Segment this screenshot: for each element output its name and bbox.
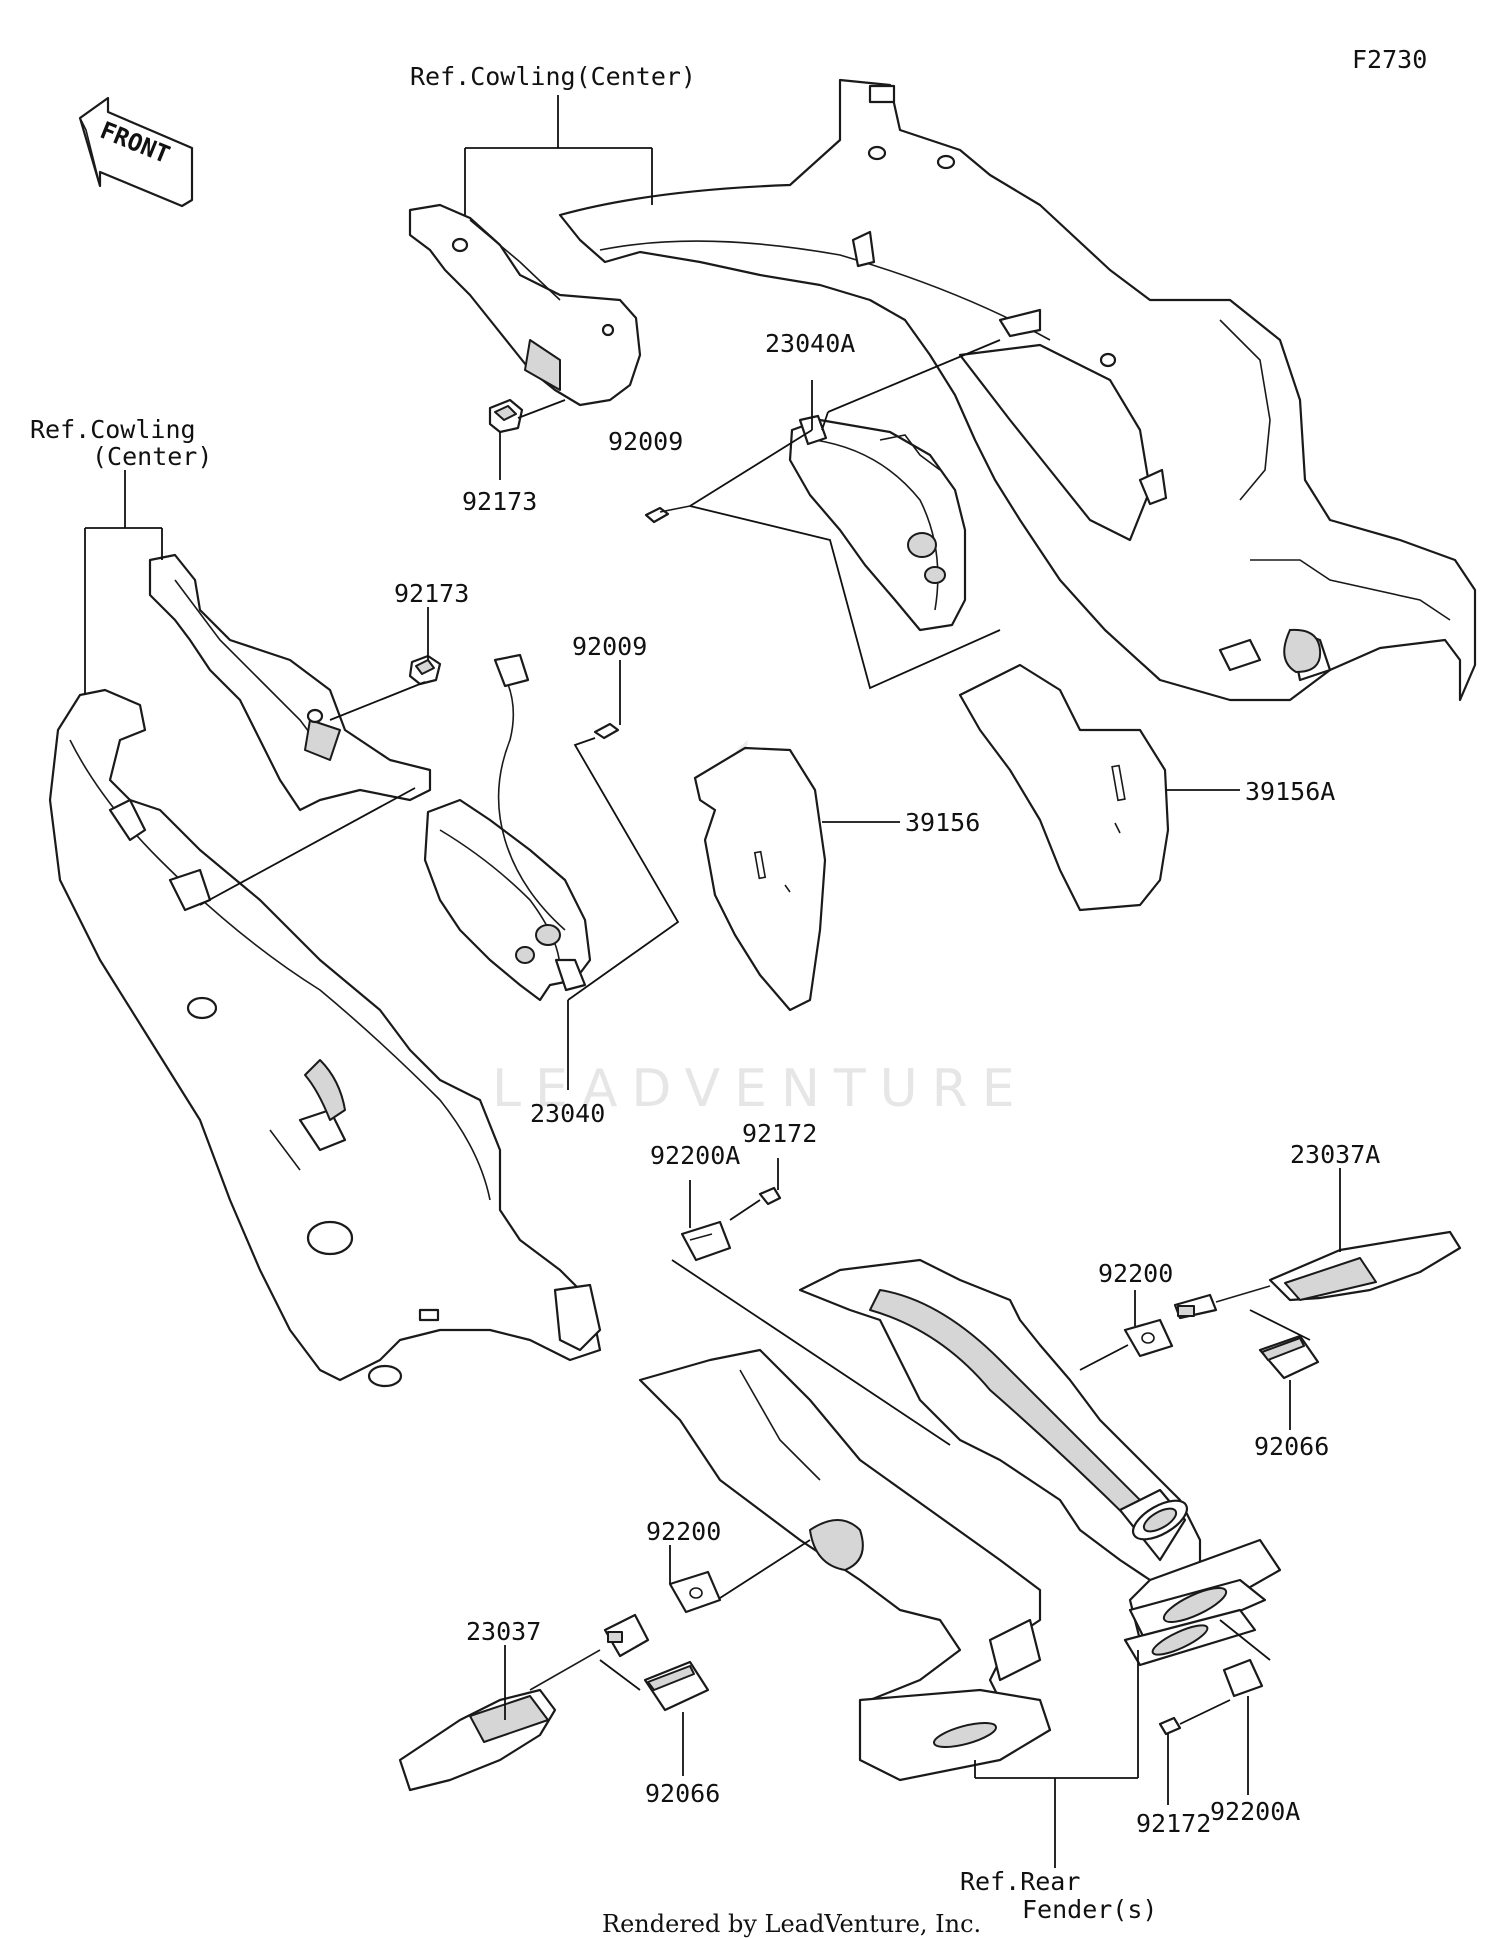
label-23040: 23040 [530,1099,605,1128]
grommet-92066-right [1258,1334,1320,1380]
front-arrow-icon: FRONT [78,96,194,208]
grommet-92066-left [643,1660,710,1712]
plate-92200-left [668,1570,722,1614]
label-92200A-top: 92200A [650,1141,740,1170]
label-92200A-bottom: 92200A [1210,1797,1300,1826]
bracket-ref-cowling-top [464,95,653,215]
label-92173-mid: 92173 [394,579,469,608]
screw-92172-top [758,1186,782,1206]
label-23037A: 23037A [1290,1140,1380,1169]
label-92172-top: 92172 [742,1119,817,1148]
center-cowling-bracket-left [148,553,432,812]
rear-fender [798,1258,1282,1667]
seal-39156 [693,746,827,1012]
label-ref-cowling-left-2: (Center) [92,442,212,471]
label-39156A: 39156A [1245,777,1335,806]
label-92200-right: 92200 [1098,1259,1173,1288]
clip-92200A-bottom [1222,1658,1264,1698]
diagram-code: F2730 [1352,45,1427,74]
seal-39156A [958,663,1170,912]
turn-signal-23037 [398,1613,650,1792]
label-92066-left: 92066 [645,1779,720,1808]
rear-fender-left-bracket [638,1348,1052,1782]
screw-92009-mid [593,722,620,740]
turn-signal-23037A [1173,1230,1462,1320]
clip-92200A-top [680,1220,732,1262]
label-23040A: 23040A [765,329,855,358]
position-lamp-23040 [423,653,592,1002]
watermark-text: LEADVENTURE [492,1059,1029,1119]
clip-92173-top [488,398,524,434]
label-92066-right: 92066 [1254,1432,1329,1461]
screw-92009-top [644,505,691,524]
label-92009-mid: 92009 [572,632,647,661]
clip-92173-mid [408,654,442,686]
upper-cowling-panel [558,78,1477,702]
side-cowling-left [48,688,602,1388]
label-92173-top: 92173 [462,487,537,516]
label-ref-cowling-top: Ref.Cowling(Center) [410,62,696,91]
plate-92200-right [1123,1318,1174,1358]
label-ref-rear-2: Fender(s) [1022,1895,1157,1924]
label-92200-left: 92200 [646,1517,721,1546]
center-cowling-bracket-top [408,203,642,407]
label-92172-bottom: 92172 [1136,1809,1211,1838]
screw-92172-bottom [1158,1716,1182,1736]
label-ref-cowling-left-1: Ref.Cowling [30,415,196,444]
label-23037: 23037 [466,1617,541,1646]
position-lamp-23040A [788,414,967,632]
footer-credit: Rendered by LeadVenture, Inc. [602,1910,981,1938]
label-ref-rear-1: Ref.Rear [960,1867,1080,1896]
label-39156: 39156 [905,808,980,837]
label-92009-top: 92009 [608,427,683,456]
bracket-ref-cowling-left [84,470,163,695]
bracket-ref-rear-fender [974,1650,1139,1868]
